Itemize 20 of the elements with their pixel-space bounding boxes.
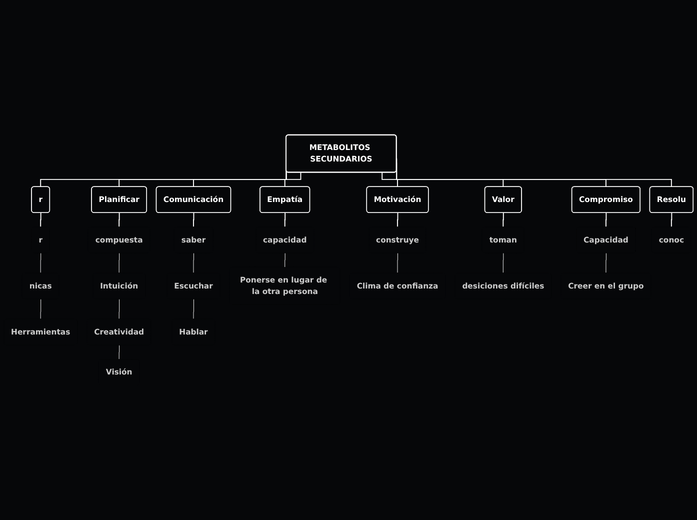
connector xyxy=(605,212,607,228)
connector xyxy=(40,252,42,274)
connector xyxy=(118,344,120,360)
connector xyxy=(193,252,194,274)
connector xyxy=(40,212,42,228)
connector xyxy=(284,172,302,188)
connector xyxy=(40,298,42,320)
connector xyxy=(502,252,504,274)
connector xyxy=(193,298,194,320)
connector xyxy=(284,252,286,268)
connector xyxy=(118,298,120,320)
connector xyxy=(284,212,286,228)
connector xyxy=(397,252,398,274)
connector xyxy=(397,212,398,228)
connector xyxy=(118,212,120,228)
connector xyxy=(502,212,504,228)
connector xyxy=(670,212,672,228)
connector xyxy=(193,212,194,228)
connector xyxy=(382,172,398,188)
connector xyxy=(118,252,120,274)
